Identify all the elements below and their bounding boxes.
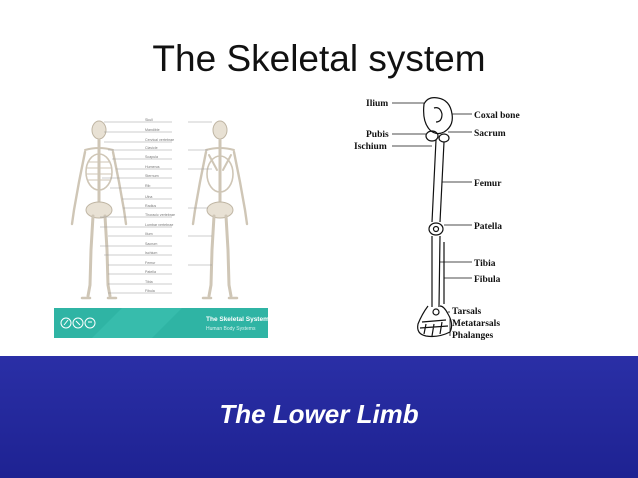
label-tibia: Tibia xyxy=(474,259,496,269)
label-phalanges: Phalanges xyxy=(452,331,493,341)
label-mandible: Mandible xyxy=(145,128,160,132)
label-fibula: Fibula xyxy=(474,275,501,285)
label-rib: Rib xyxy=(145,184,150,188)
label-tibia: Tibia xyxy=(145,280,153,284)
slide-subtitle: The Lower Limb xyxy=(219,399,419,429)
banner-title: The Skeletal System xyxy=(206,316,269,323)
lower-limb-diagram: Ilium Pubis Ischium Coxal bone Sacrum Fe… xyxy=(352,92,537,344)
banner-icons xyxy=(60,317,96,329)
skeleton-diagram: Skull Mandible Cervical vertebrae Clavic… xyxy=(52,100,270,340)
label-patella: Patella xyxy=(474,222,502,232)
label-ulna: Ulna xyxy=(145,195,152,199)
label-ilium: Ilium xyxy=(145,232,153,236)
back-skeleton xyxy=(191,120,249,300)
slide-title: The Skeletal system xyxy=(152,38,486,79)
banner-subtitle: Human Body Systems xyxy=(206,326,256,332)
label-skull: Skull xyxy=(145,118,153,122)
label-sacrum: Sacrum xyxy=(145,242,157,246)
label-fibula: Fibula xyxy=(145,289,155,293)
label-sternum: Sternum xyxy=(145,174,159,178)
label-thoracic-vertebrae: Thoracic vertebrae xyxy=(145,213,175,217)
label-lumbar-vertebrae: Lumbar vertebrae xyxy=(145,223,173,227)
label-femur: Femur xyxy=(145,261,156,265)
label-ischium: Ischium xyxy=(145,251,157,255)
label-scapula: Scapula xyxy=(145,155,158,159)
label-radius: Radius xyxy=(145,204,156,208)
label-pubis: Pubis xyxy=(366,130,389,140)
label-clavicle: Clavicle xyxy=(145,146,158,150)
label-tarsals: Tarsals xyxy=(452,307,482,317)
label-femur: Femur xyxy=(474,179,502,189)
label-coxal-bone: Coxal bone xyxy=(474,111,520,121)
label-ilium: Ilium xyxy=(366,99,388,109)
label-cervical-vertebrae: Cervical vertebrae xyxy=(145,138,174,142)
label-ischium: Ischium xyxy=(354,142,387,152)
label-metatarsals: Metatarsals xyxy=(452,319,500,329)
footer-band: The Lower Limb xyxy=(0,356,638,478)
label-humerus: Humerus xyxy=(145,165,160,169)
label-patella: Patella xyxy=(145,270,156,274)
label-sacrum: Sacrum xyxy=(474,129,506,139)
